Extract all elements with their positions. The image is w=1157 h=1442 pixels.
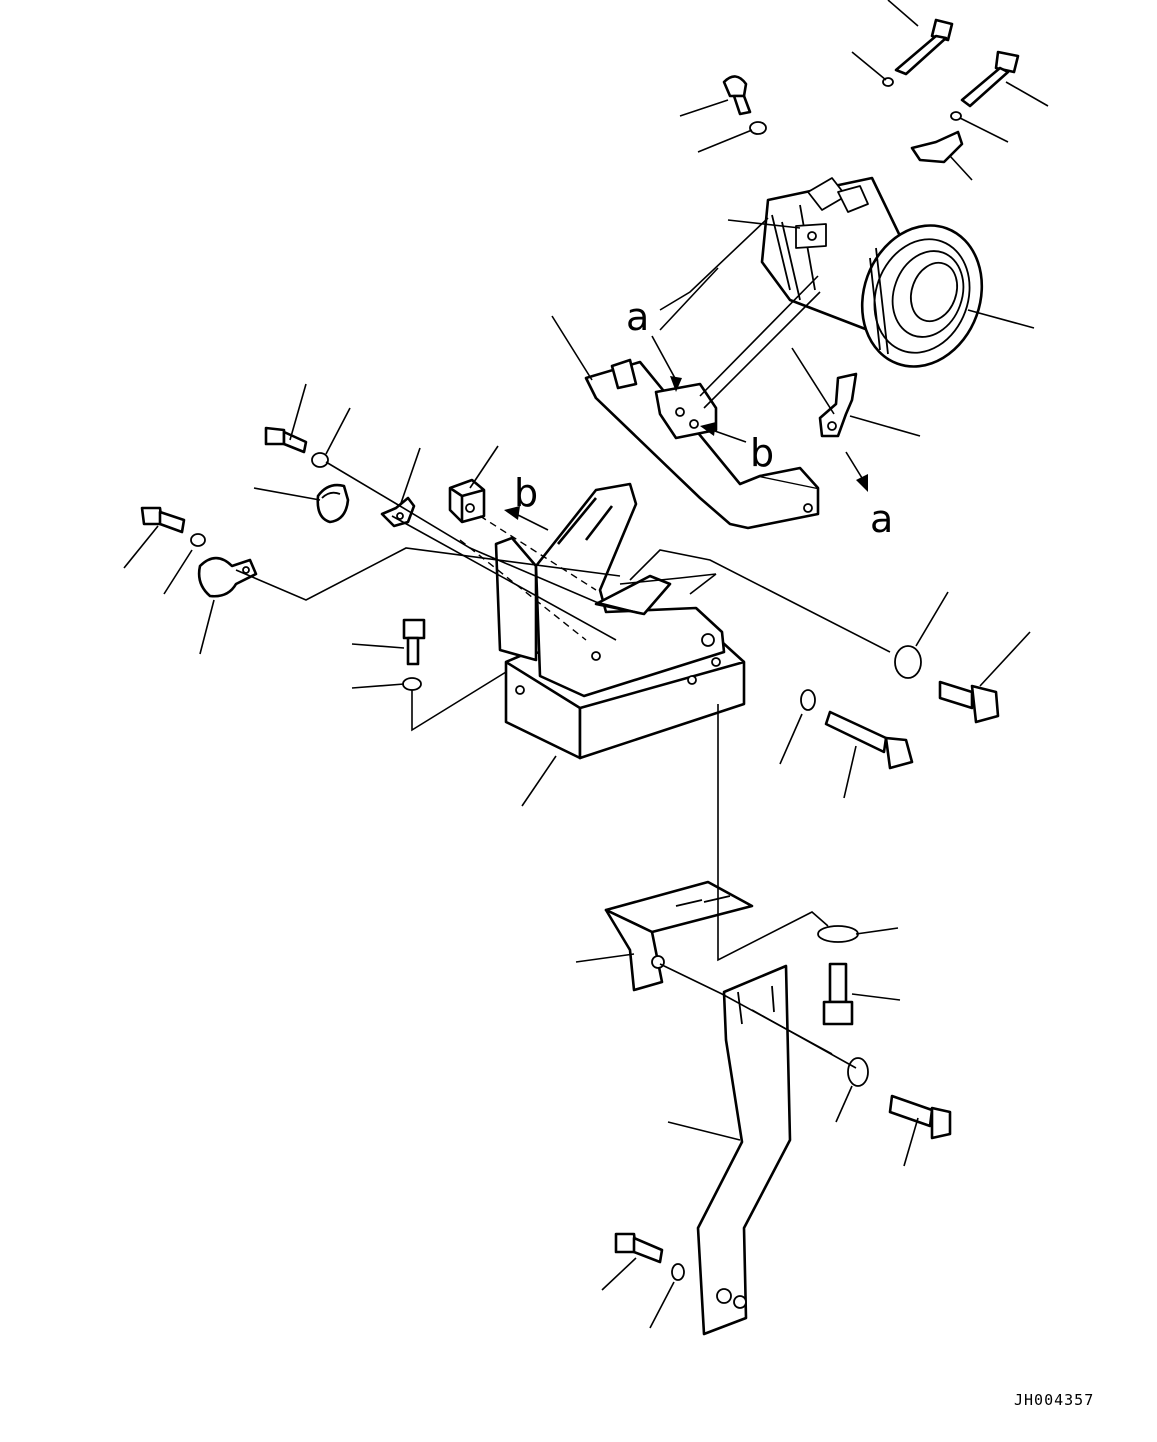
view-marker-a-top: a bbox=[626, 295, 649, 339]
washer bbox=[950, 111, 962, 121]
view-marker-b-left: b bbox=[514, 471, 538, 515]
compressor bbox=[760, 176, 984, 368]
lower-bracket-arm bbox=[696, 964, 792, 1336]
view-marker-b-right: b bbox=[750, 431, 774, 475]
washer bbox=[894, 645, 922, 679]
bolt-left-1 bbox=[264, 426, 308, 454]
bolt-top-2 bbox=[960, 50, 1020, 108]
spacer-block bbox=[448, 478, 486, 524]
washer bbox=[800, 689, 816, 711]
clamp-1 bbox=[316, 483, 350, 524]
washer bbox=[817, 925, 859, 943]
pipe-clamp bbox=[197, 556, 258, 598]
bolt-vertical bbox=[402, 618, 426, 666]
lower-bracket-upper bbox=[604, 880, 754, 992]
washer bbox=[402, 677, 422, 691]
bolt-lower-left bbox=[614, 1232, 664, 1264]
bolt-left-2 bbox=[140, 506, 186, 534]
bolt-right-1 bbox=[938, 680, 1000, 724]
washer bbox=[847, 1057, 869, 1087]
washer bbox=[749, 121, 767, 135]
upper-bracket bbox=[584, 358, 820, 530]
washer bbox=[311, 452, 329, 468]
washer bbox=[671, 1263, 685, 1281]
clip-bracket bbox=[818, 372, 858, 438]
drawing-code: JH004357 bbox=[1014, 1391, 1094, 1409]
leader-lines bbox=[123, 0, 1049, 1329]
small-bracket-left bbox=[380, 496, 416, 528]
washer bbox=[190, 533, 206, 547]
bolt-right-2 bbox=[824, 710, 914, 770]
bolt-lower-right bbox=[888, 1094, 952, 1140]
main-bracket bbox=[494, 482, 746, 760]
bolt-lower-vertical bbox=[822, 962, 854, 1026]
bolt-top-3 bbox=[722, 75, 752, 116]
small-bracket bbox=[910, 130, 964, 164]
bolt-top-1 bbox=[894, 18, 954, 76]
view-marker-a-bottom: a bbox=[870, 497, 893, 541]
